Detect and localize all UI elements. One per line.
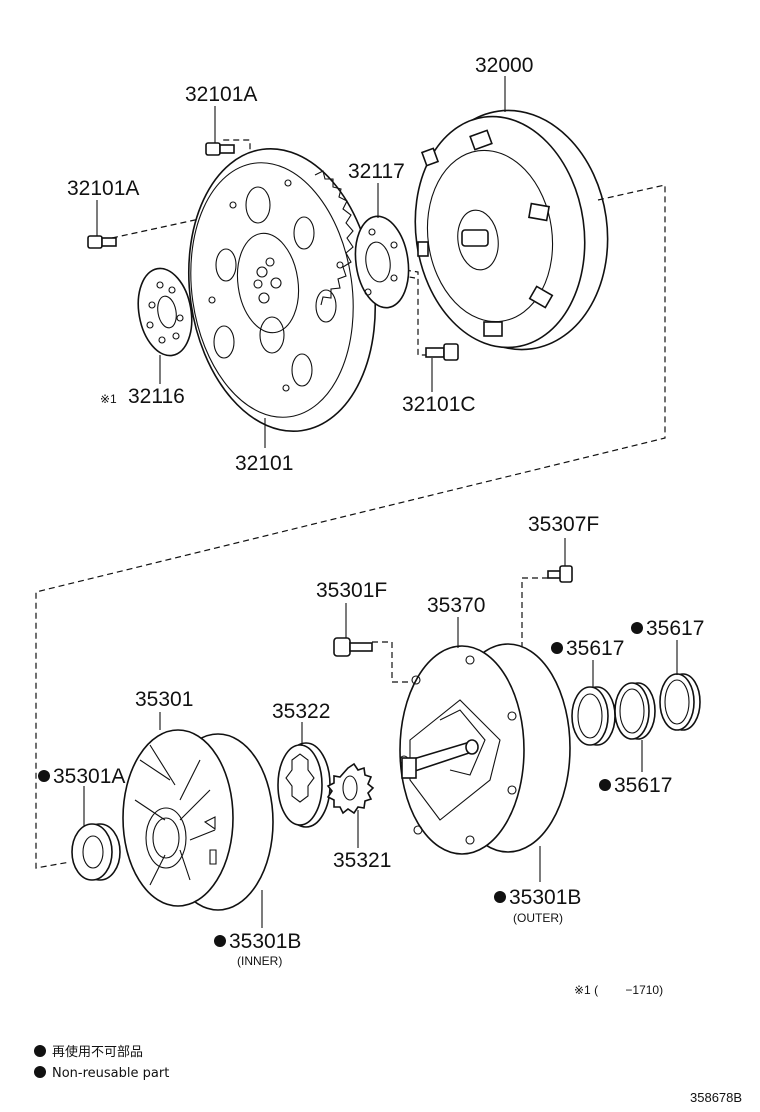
- label-32117: 32117: [348, 160, 405, 183]
- bolt-32101A-left: [87, 235, 117, 249]
- label-35301B-outer: 35301B: [509, 886, 581, 909]
- label-35301A: 35301A: [53, 765, 125, 788]
- label-35322: 35322: [272, 700, 330, 723]
- driven-gear-35322: [277, 742, 331, 828]
- label-32000: 32000: [475, 54, 533, 77]
- non-reusable-dot-35301B-outer: [494, 891, 506, 903]
- centerline-35307F: [499, 577, 548, 673]
- non-reusable-dot-35617-a: [551, 642, 563, 654]
- label-35617-a: 35617: [566, 637, 624, 660]
- non-reusable-dot-35301B-inner: [214, 935, 226, 947]
- legend-dot-2: [34, 1066, 46, 1078]
- label-35617-b: 35617: [614, 774, 672, 797]
- label-35301B-inner: 35301B: [229, 930, 301, 953]
- label-note-mark-32116: ※1: [100, 392, 117, 406]
- torque-converter-32000: [414, 109, 609, 351]
- non-reusable-dot-35617-c: [631, 622, 643, 634]
- o-ring-35617-c: [659, 673, 701, 731]
- bolt-32101C: [425, 343, 459, 361]
- label-outer-note: (OUTER): [513, 911, 563, 925]
- bolt-32101A-top: [205, 142, 235, 156]
- o-ring-35617-a: [571, 686, 616, 746]
- centerline-35301F: [372, 641, 412, 683]
- non-reusable-dot-35301A: [38, 770, 50, 782]
- drive-gear-35321: [326, 762, 375, 815]
- legend-dot-1: [34, 1045, 46, 1057]
- drive-plate-32116: [137, 267, 193, 357]
- label-35321: 35321: [333, 849, 391, 872]
- o-ring-35617-b: [614, 682, 656, 740]
- legend-line-2: Non-reusable part: [52, 1066, 169, 1081]
- illustration-id: 358678B: [690, 1090, 742, 1105]
- label-32116: 32116: [128, 385, 185, 408]
- non-reusable-dot-35617-b: [599, 779, 611, 791]
- label-32101C: 32101C: [402, 393, 476, 416]
- centerline-32101C: [404, 269, 430, 356]
- oil-seal-35301A: [71, 823, 121, 881]
- bolt-35301F: [333, 637, 373, 657]
- pump-body-35301: [122, 729, 274, 911]
- hub-32117: [354, 215, 410, 309]
- flexplate-32101: [187, 148, 377, 432]
- label-35617-c: 35617: [646, 617, 704, 640]
- centerline-long: [35, 184, 666, 869]
- label-35301F: 35301F: [316, 579, 387, 602]
- label-35370: 35370: [427, 594, 485, 617]
- label-inner-note: (INNER): [237, 954, 282, 968]
- label-32101A-top: 32101A: [185, 83, 257, 106]
- label-32101A-left: 32101A: [67, 177, 139, 200]
- footnote: ※1 ( −1710): [574, 983, 663, 997]
- oil-pump-assembly-35370: [399, 643, 571, 855]
- label-32101: 32101: [235, 452, 293, 475]
- bolt-35307F: [547, 565, 573, 583]
- label-35301: 35301: [135, 688, 193, 711]
- label-35307F: 35307F: [528, 513, 599, 536]
- legend-line-1: 再使用不可部品: [52, 1044, 143, 1060]
